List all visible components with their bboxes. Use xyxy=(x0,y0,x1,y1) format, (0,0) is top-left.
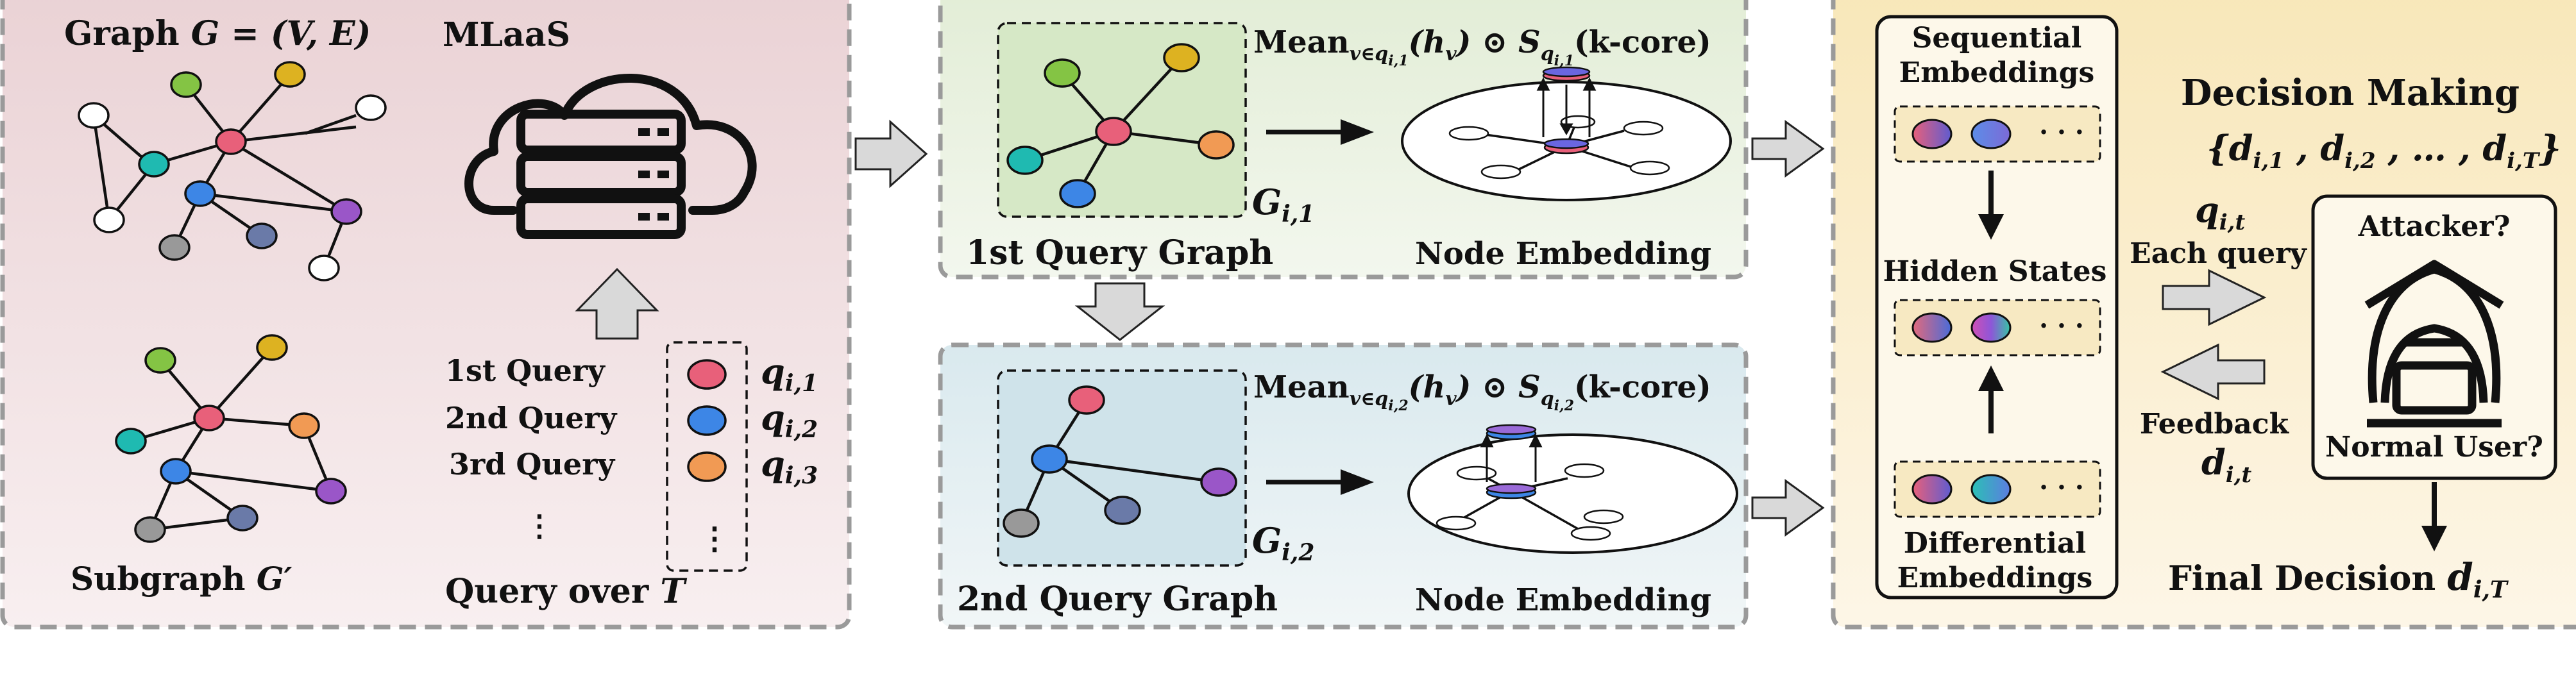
attacker-label: Attacker? xyxy=(2358,210,2511,243)
query-label-2: 2nd Query xyxy=(445,401,618,435)
arrow-icon xyxy=(1266,119,1374,145)
normal-user-label: Normal User? xyxy=(2325,431,2543,464)
kcore-embedding-2 xyxy=(1407,424,1738,554)
embedding-token xyxy=(1911,119,1953,149)
graph-node xyxy=(355,94,387,121)
graph-node xyxy=(1200,467,1237,497)
query-node-3 xyxy=(687,451,727,482)
graph-node xyxy=(138,151,170,178)
decision-making-title: Decision Making xyxy=(2181,72,2520,114)
feedback-label: Feedback xyxy=(2140,408,2290,440)
graph-node xyxy=(184,180,216,207)
g-i2-label: Gi,2 xyxy=(1252,520,1314,566)
arrow-icon xyxy=(1074,282,1165,341)
formula-2: Meanv∈qi,2(hv) ⊙ Sqi,2(k-core) xyxy=(1253,369,1711,414)
graph-node xyxy=(1104,496,1141,525)
embedding-token xyxy=(1970,312,2012,343)
arrow-icon xyxy=(2421,482,2447,551)
graph-node xyxy=(1095,117,1132,146)
arrow-icon xyxy=(1978,365,2004,433)
differential-embeddings-title-2: Embeddings xyxy=(1897,562,2093,594)
formula-1: Meanv∈qi,1(hv) ⊙ Sqi,1(k-core) xyxy=(1253,24,1711,69)
hooded-user-icon xyxy=(2364,260,2504,428)
kcore-embedding-1 xyxy=(1401,66,1732,201)
graph-node xyxy=(93,206,125,233)
graph-node xyxy=(1163,43,1200,72)
query-over-label: Query over T xyxy=(445,572,687,611)
arrow-icon xyxy=(1751,120,1825,178)
query-graph-1-label: 1st Query Graph xyxy=(966,233,1273,272)
graph-node xyxy=(330,198,362,225)
cloud-server-icon xyxy=(464,74,757,239)
graph-node xyxy=(226,505,258,532)
subgraph-title: Subgraph G′ xyxy=(71,560,292,598)
query-symbol-3: qi,3 xyxy=(761,443,818,489)
query-node-1 xyxy=(687,359,727,390)
ellipsis: · · · xyxy=(2039,117,2084,147)
node-embedding-1-label: Node Embedding xyxy=(1415,236,1711,272)
query-graph-2-label: 2nd Query Graph xyxy=(957,580,1278,619)
mlaas-label: MLaaS xyxy=(443,15,570,54)
decision-set: {di,1 , di,2 , … , di,T} xyxy=(2207,128,2561,174)
graph-node xyxy=(158,234,191,261)
graph-node xyxy=(160,458,192,485)
graph-node xyxy=(144,347,176,374)
embedding-token xyxy=(1970,474,2012,505)
arrow-icon xyxy=(1978,171,2004,240)
graph-node xyxy=(193,405,225,431)
ellipsis: · · · xyxy=(2039,311,2084,341)
graph-node xyxy=(170,71,202,98)
arrow-icon xyxy=(854,119,928,188)
query-node-2 xyxy=(687,405,727,436)
arrow-icon xyxy=(575,267,659,340)
g-i1-label: Gi,1 xyxy=(1252,181,1314,228)
sequential-embeddings-title-2: Embeddings xyxy=(1899,56,2095,89)
arrow-icon xyxy=(1266,469,1374,495)
graph-node xyxy=(315,478,347,505)
embedding-token xyxy=(1970,119,2012,149)
graph-node xyxy=(78,102,110,129)
node-embedding-2-label: Node Embedding xyxy=(1415,582,1711,618)
graph-node xyxy=(134,516,166,543)
graph-node xyxy=(1031,444,1068,474)
arrow-icon xyxy=(2162,269,2267,326)
ellipsis: · · · xyxy=(2039,473,2084,503)
graph-node xyxy=(215,128,247,155)
differential-embeddings-title: Differential xyxy=(1904,527,2086,560)
graph-node xyxy=(1003,508,1040,538)
graph-node xyxy=(1198,130,1235,160)
hidden-states-title: Hidden States xyxy=(1883,255,2107,288)
query-label-3: 3rd Query xyxy=(449,447,615,481)
graph-node xyxy=(288,412,320,439)
decision-box xyxy=(2311,194,2557,480)
sequential-embeddings-title: Sequential xyxy=(1912,22,2082,54)
d-it-label: di,t xyxy=(2201,442,2252,488)
graph-node xyxy=(274,61,306,88)
graph-node xyxy=(256,334,288,361)
graph-node xyxy=(1059,179,1096,208)
q-it-label: qi,t xyxy=(2195,189,2246,235)
query-box xyxy=(666,341,748,572)
query-label-1: 1st Query xyxy=(445,353,606,388)
graph-node xyxy=(246,222,278,249)
query-symbol-1: qi,1 xyxy=(761,351,818,397)
graph-g-nodes xyxy=(78,61,387,281)
embedding-token xyxy=(1911,312,1953,343)
query-symbol-2: qi,2 xyxy=(761,397,818,443)
embedding-token xyxy=(1911,474,1953,505)
graph-node xyxy=(308,255,340,281)
arrow-icon xyxy=(1751,479,1825,537)
graph-node xyxy=(1044,58,1081,88)
query-label-ellipsis: ⋮ xyxy=(525,508,554,543)
query-box-ellipsis: ⋮ xyxy=(699,521,730,557)
each-query-label: Each query xyxy=(2130,237,2307,270)
graph-node xyxy=(115,428,147,455)
arrow-icon xyxy=(2160,343,2266,401)
graph-node xyxy=(1006,146,1044,175)
graph-title: Graph G = (V, E) xyxy=(64,14,371,53)
graph-node xyxy=(1068,385,1105,415)
final-decision-label: Final Decision di,T xyxy=(2168,555,2509,603)
